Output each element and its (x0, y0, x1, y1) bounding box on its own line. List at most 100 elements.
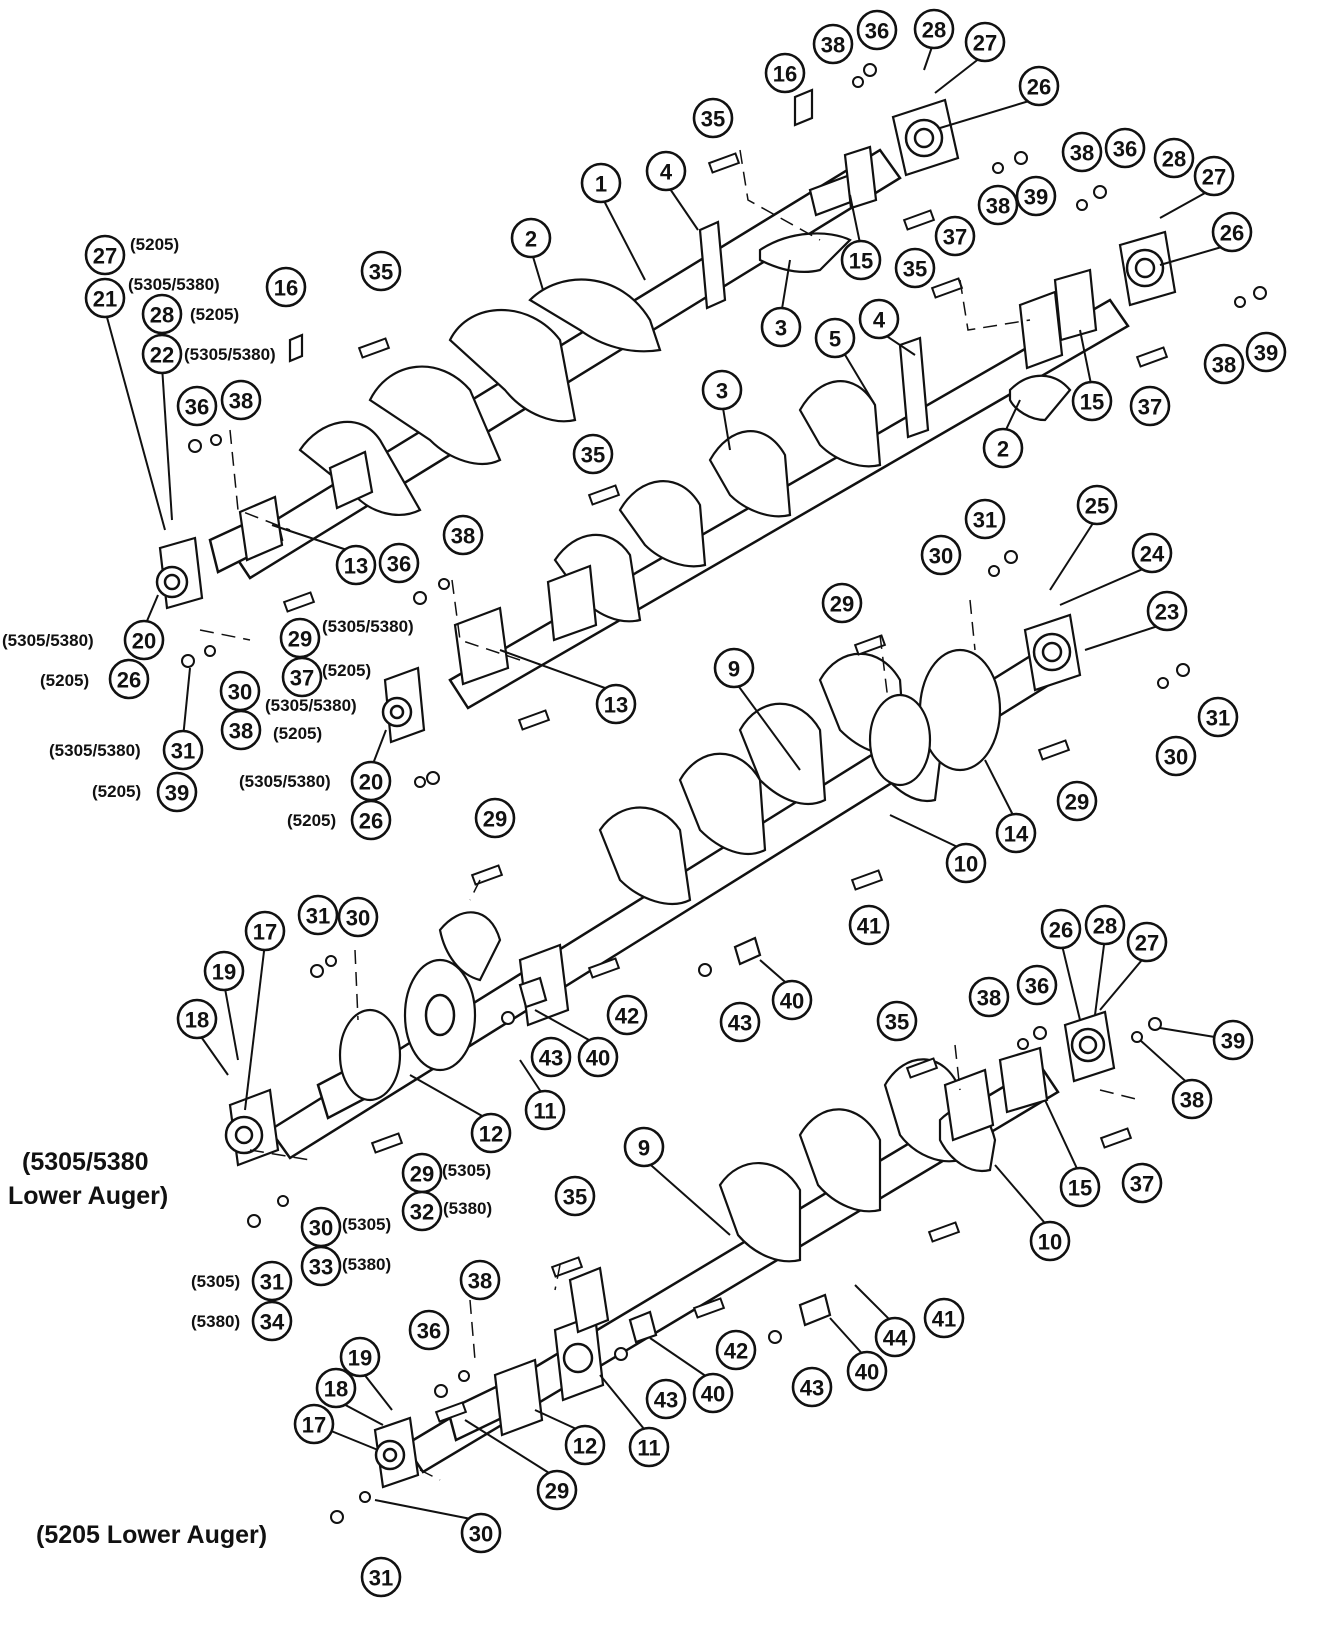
callout-circle (1029, 1220, 1071, 1262)
callout-18: 18 (315, 1367, 357, 1409)
callout-number: 24 (1140, 542, 1165, 567)
callout-38: 38 (459, 1259, 501, 1301)
callout-circle (1146, 590, 1188, 632)
callout-number: 40 (855, 1360, 879, 1385)
callout-number: 16 (274, 276, 298, 301)
callout-31: 31 (360, 1556, 402, 1598)
callout-circle (1126, 921, 1168, 963)
callout-number: 30 (228, 680, 252, 705)
callout-33: 33 (300, 1245, 342, 1287)
lower-auger-5205-title: (5205 Lower Auger) (36, 1521, 267, 1549)
callout-circle (408, 1309, 450, 1351)
callout-29: 29 (821, 582, 863, 624)
callout-number: 32 (410, 1200, 434, 1225)
callout-39: 39 (156, 771, 198, 813)
callout-number: 29 (830, 592, 854, 617)
callout-number: 29 (1065, 790, 1089, 815)
callout-36: 36 (1016, 964, 1058, 1006)
callout-number: 9 (728, 657, 740, 682)
callout-21: 21 (84, 277, 126, 319)
callout-circle (293, 1403, 335, 1445)
callout-20: 20 (350, 760, 392, 802)
callout-number: 3 (716, 379, 728, 404)
callout-circle (856, 9, 898, 51)
callout-circle (1131, 532, 1173, 574)
callout-number: 28 (922, 18, 946, 43)
variant-note: (5380) (191, 1312, 240, 1331)
callout-36: 36 (1104, 127, 1146, 169)
callout-circle (524, 1089, 566, 1131)
callout-number: 4 (873, 308, 886, 333)
callout-26: 26 (1018, 65, 1060, 107)
variant-note: (5380) (443, 1199, 492, 1218)
callout-circle (1061, 131, 1103, 173)
callout-43: 43 (791, 1366, 833, 1408)
callout-circle (764, 52, 806, 94)
callout-number: 27 (1135, 931, 1159, 956)
callout-number: 36 (185, 395, 209, 420)
callout-10: 10 (945, 842, 987, 884)
callout-circle (572, 433, 614, 475)
callout-number: 30 (309, 1216, 333, 1241)
callout-27: 27 (964, 21, 1006, 63)
callout-24: 24 (1131, 532, 1173, 574)
callout-circle (995, 812, 1037, 854)
callout-37: 37 (934, 215, 976, 257)
callout-number: 28 (150, 303, 174, 328)
callout-number: 19 (212, 960, 236, 985)
callout-28: 28 (913, 8, 955, 50)
callout-42: 42 (715, 1329, 757, 1371)
callout-29: 29 (1056, 780, 1098, 822)
callout-number: 10 (1038, 1230, 1062, 1255)
callout-circle (203, 950, 245, 992)
callout-10: 10 (1029, 1220, 1071, 1262)
callout-circle (920, 534, 962, 576)
callout-circle (176, 998, 218, 1040)
callout-number: 18 (324, 1377, 348, 1402)
callout-circle (580, 162, 622, 204)
callout-number: 20 (359, 770, 383, 795)
callout-circle (628, 1426, 670, 1468)
callout-2: 2 (510, 217, 552, 259)
callout-number: 22 (150, 343, 174, 368)
callout-circle (1155, 735, 1197, 777)
callout-circle (791, 1366, 833, 1408)
callout-circle (1245, 331, 1287, 373)
variant-note: (5205) (322, 661, 371, 680)
callout-circle (350, 799, 392, 841)
hardware (181, 63, 1267, 1524)
callout-circle (564, 1424, 606, 1466)
callout-40: 40 (846, 1350, 888, 1392)
callout-35: 35 (692, 97, 734, 139)
callout-number: 20 (132, 629, 156, 654)
callout-number: 13 (604, 693, 628, 718)
callout-40: 40 (771, 979, 813, 1021)
callout-number: 17 (302, 1413, 326, 1438)
callout-40: 40 (577, 1036, 619, 1078)
callout-circle (1071, 380, 1113, 422)
callout-13: 13 (335, 544, 377, 586)
variant-note: (5305/5380) (239, 772, 331, 791)
callout-number: 30 (1164, 745, 1188, 770)
callout-circle (923, 1297, 965, 1339)
callout-number: 21 (93, 287, 117, 312)
callout-circle (713, 647, 755, 689)
callout-circle (848, 904, 890, 946)
callout-number: 39 (1221, 1029, 1245, 1054)
callout-3: 3 (701, 369, 743, 411)
callout-number: 39 (165, 781, 189, 806)
lower-auger-5205 (373, 1010, 1116, 1489)
callout-11: 11 (524, 1089, 566, 1131)
callout-number: 27 (973, 31, 997, 56)
variant-note: (5305/5380) (128, 275, 220, 294)
callout-26: 26 (1040, 908, 1082, 950)
callout-20: 20 (123, 619, 165, 661)
callout-number: 30 (469, 1522, 493, 1547)
upper-auger-1 (155, 98, 960, 610)
upper-auger-2 (381, 230, 1177, 744)
callout-12: 12 (564, 1424, 606, 1466)
callout-circle (162, 729, 204, 771)
callout-number: 30 (346, 906, 370, 931)
callout-circle (244, 910, 286, 952)
callout-40: 40 (692, 1372, 734, 1414)
